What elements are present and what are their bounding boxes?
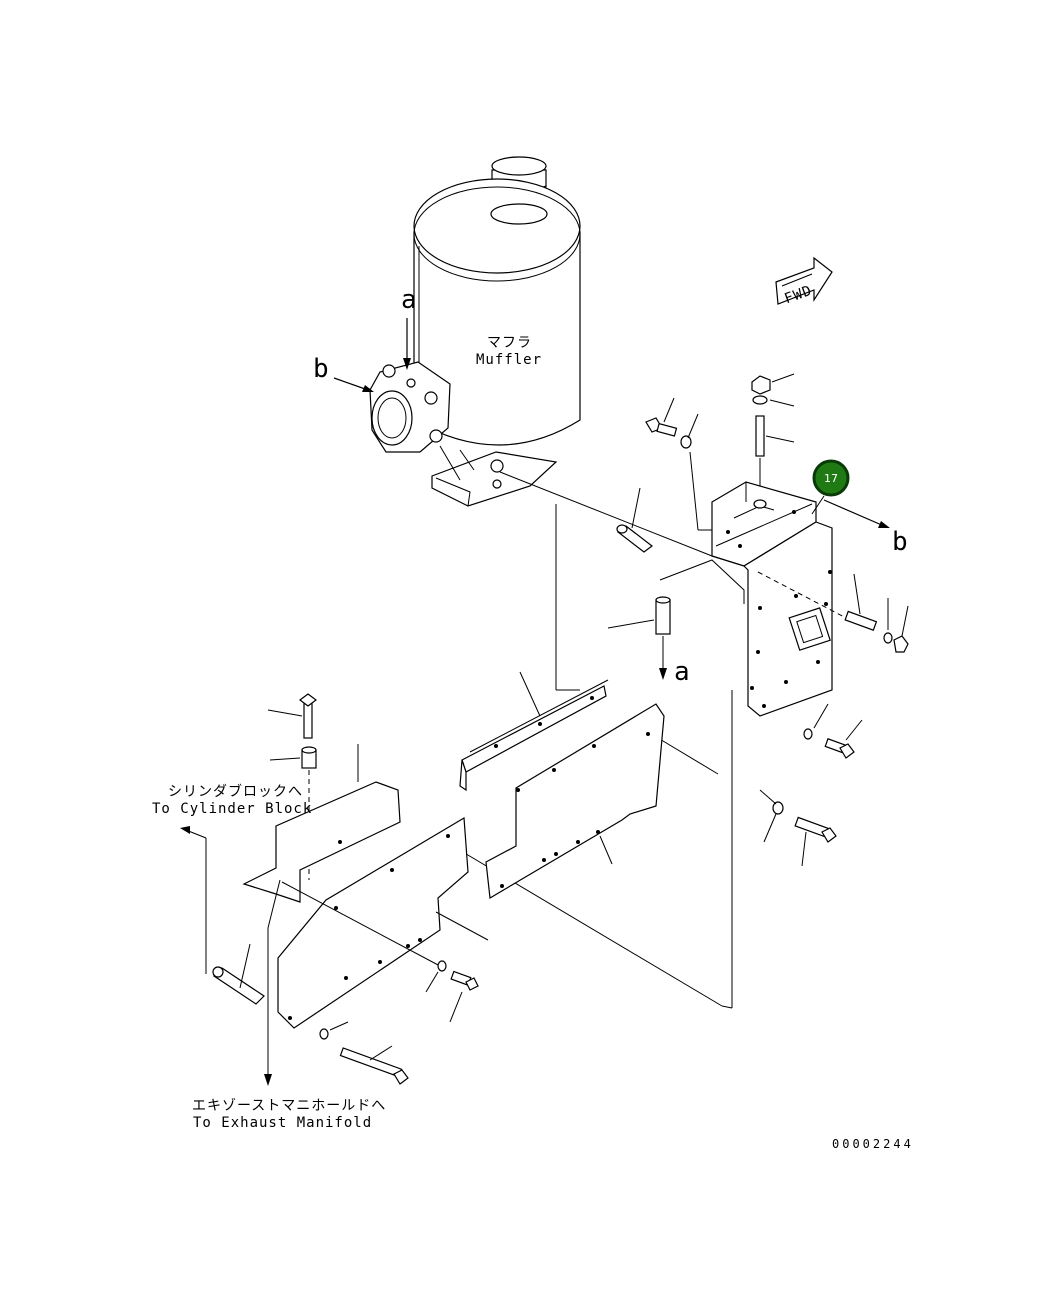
center-brackets	[459, 671, 665, 899]
view-arrow-a-bottom-icon	[659, 668, 667, 680]
to-exhaust-manifold-label-en: To Exhaust Manifold	[193, 1115, 372, 1131]
muffler-label-jp: マフラ	[487, 335, 532, 351]
drawing-number: 00002244	[832, 1137, 914, 1151]
side-fasteners	[759, 573, 909, 867]
muffler	[369, 156, 581, 507]
view-arrow-b-icon	[333, 377, 374, 392]
upper-fasteners	[645, 373, 795, 531]
view-arrow-a-label: a	[401, 285, 417, 315]
callout-17[interactable]: 17	[812, 459, 850, 497]
to-cylinder-block-label-jp: シリンダブロックへ	[168, 783, 303, 800]
left-brackets	[180, 693, 489, 1086]
main-bracket	[711, 481, 851, 717]
view-arrow-b-label: b	[313, 354, 329, 384]
muffler-label-en: Muffler	[476, 352, 542, 368]
view-arrow-a-bottom-label: a	[674, 657, 690, 687]
spacers-upper	[607, 487, 671, 672]
view-arrow-a-icon	[403, 318, 411, 370]
to-cylinder-block-label-en: To Cylinder Block	[152, 801, 312, 817]
to-exhaust-manifold-label-jp: エキゾーストマニホールドへ	[192, 1098, 386, 1114]
view-arrow-b-right-label: b	[892, 527, 908, 557]
view-arrow-b-right-icon	[823, 499, 890, 528]
forward-arrow-icon: FWD	[775, 256, 833, 307]
callout-17-number: 17	[824, 472, 838, 485]
